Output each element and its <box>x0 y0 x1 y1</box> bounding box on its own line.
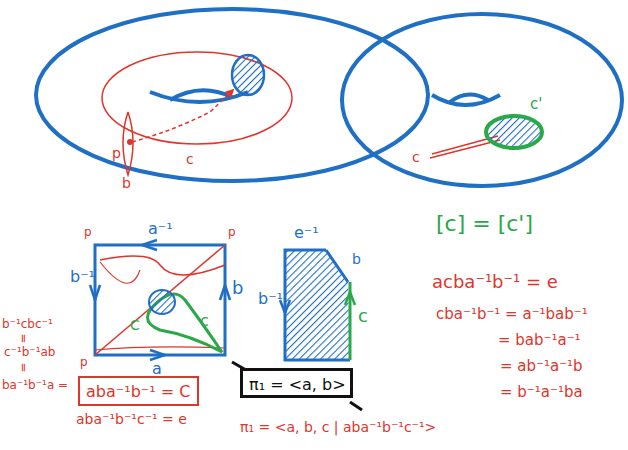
equation: cba⁻¹b⁻¹ = a⁻¹bab⁻¹ <box>436 306 588 323</box>
loop-label: c <box>186 152 194 167</box>
edge-label: a⁻¹ <box>148 220 173 238</box>
boundary-label: c' <box>530 96 542 113</box>
edge-label: b⁻¹ <box>258 290 283 308</box>
point-label: p <box>112 146 121 161</box>
equals-sign: = <box>16 363 29 373</box>
equation: = ab⁻¹a⁻¹b <box>500 358 583 375</box>
edge-label: b <box>352 252 361 267</box>
node-text: aba⁻¹b⁻¹ = C <box>86 383 191 401</box>
square-model <box>90 240 230 360</box>
loop-label: C <box>130 318 140 333</box>
equation: = bab⁻¹a⁻¹ <box>498 332 581 349</box>
equation: b⁻¹cbc⁻¹ <box>2 318 53 331</box>
edge-label: b⁻¹ <box>70 268 95 286</box>
cut-square <box>280 250 355 360</box>
torus-with-boundary <box>342 14 622 186</box>
edge-label: b <box>232 278 243 298</box>
crossed-out-box: π₁ = <a, b> <box>240 368 353 398</box>
loop-label: c <box>412 150 420 165</box>
presentation: π₁ = <a, b, c | aba⁻¹b⁻¹c⁻¹> <box>240 420 436 435</box>
equation: acba⁻¹b⁻¹ = e <box>432 272 558 292</box>
edge-label: c <box>358 306 368 326</box>
corner-label: p <box>80 356 88 369</box>
loop-label: b <box>122 176 131 191</box>
corner-label: p <box>228 226 236 239</box>
equals-sign: = <box>16 334 29 344</box>
strike-out <box>232 362 362 410</box>
torus-with-hole <box>36 9 428 181</box>
equation: [c] = [c'] <box>436 212 533 236</box>
equation: ba⁻¹b⁻¹a = <box>2 379 68 392</box>
equation: aba⁻¹b⁻¹c⁻¹ = e <box>76 412 187 427</box>
node-text: π₁ = <a, b> <box>249 376 344 394</box>
boxed-equation: aba⁻¹b⁻¹ = C <box>78 376 199 406</box>
edge-label: e⁻¹ <box>294 224 319 242</box>
equation: c⁻¹b⁻¹ab <box>4 346 55 359</box>
edge-label: a <box>152 360 162 378</box>
equation: = b⁻¹a⁻¹ba <box>500 384 583 401</box>
corner-label: p <box>84 226 92 239</box>
loop-label: c <box>200 312 209 330</box>
